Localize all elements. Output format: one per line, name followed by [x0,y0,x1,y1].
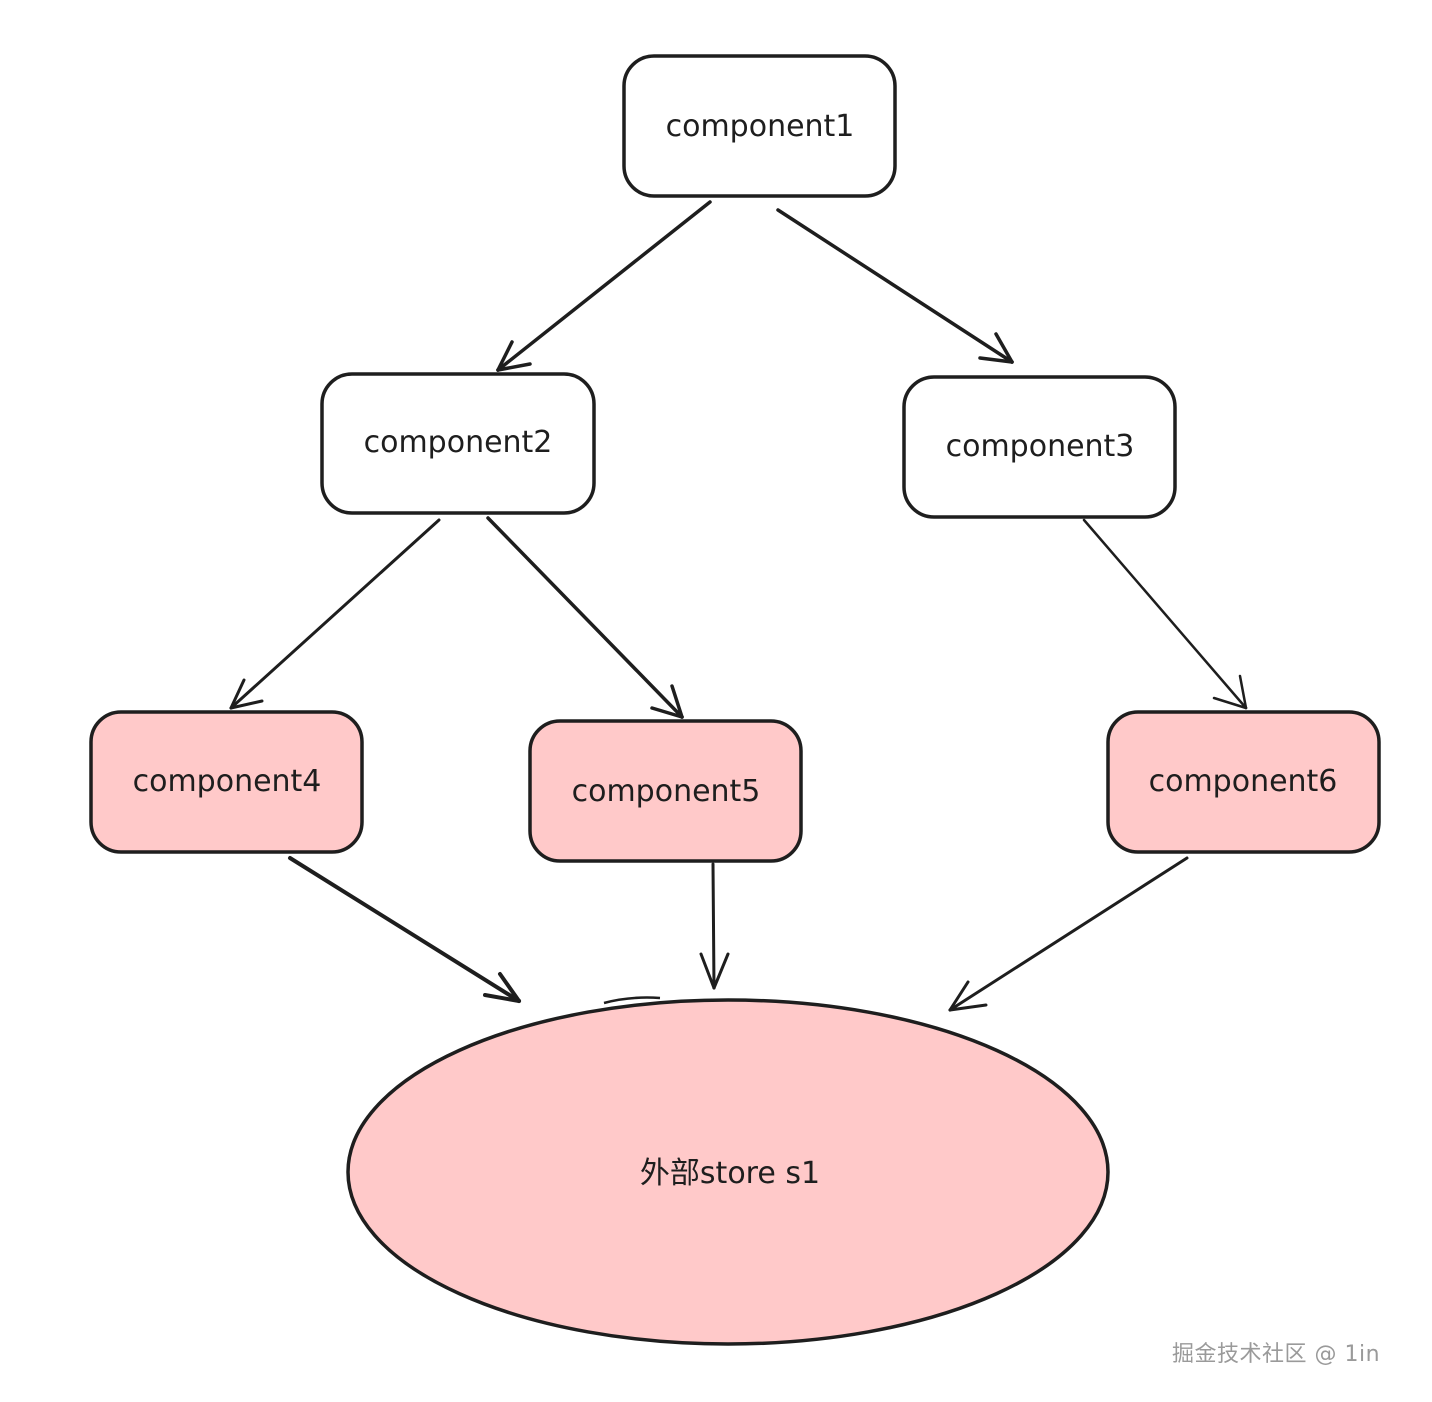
node-component4[interactable]: component4 [89,710,364,854]
store-ellipse-sketch-stroke [603,996,661,1005]
node-store-s1[interactable]: 外部store s1 [346,996,1110,1346]
edge-component4-to-store [288,856,521,1003]
edge-component1-to-component2 [496,200,712,372]
node-component5-box [528,719,803,863]
store-ellipse [346,998,1110,1346]
edge-component3-to-component6 [1082,518,1248,710]
node-component6-box [1106,710,1381,854]
edges [229,200,1248,1012]
node-component5-label: component5 [572,774,761,809]
node-component4-label: component4 [133,764,322,799]
node-component1-box [622,54,897,198]
node-component2-label: component2 [364,425,553,460]
node-component6[interactable]: component6 [1106,710,1381,854]
node-component1-label: component1 [666,109,855,144]
node-component2[interactable]: component2 [320,372,596,515]
node-component4-box [89,710,364,854]
node-component1[interactable]: component1 [622,54,897,198]
edge-component2-to-component4 [229,518,441,710]
edge-component5-to-store [699,862,730,990]
node-component6-label: component6 [1149,764,1338,799]
node-component3[interactable]: component3 [902,375,1177,519]
edge-component1-to-component3 [776,208,1014,364]
node-component3-label: component3 [946,429,1135,464]
node-component5[interactable]: component5 [528,719,803,863]
edge-component2-to-component5 [486,516,684,719]
node-component3-box [902,375,1177,519]
node-component2-box [320,372,596,515]
watermark: 掘金技术社区 @ 1in [1172,1342,1381,1367]
edge-component6-to-store [948,856,1189,1012]
store-label: 外部store s1 [640,1156,820,1191]
